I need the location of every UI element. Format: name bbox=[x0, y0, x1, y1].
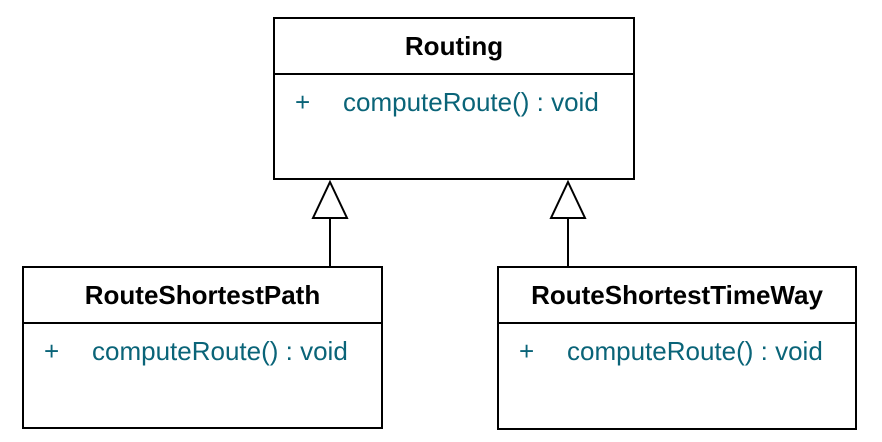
method-visibility: + bbox=[44, 336, 60, 366]
class-routing: Routing + computeRoute() : void bbox=[273, 17, 635, 180]
method-signature: computeRoute() : void bbox=[343, 87, 599, 117]
method-signature: computeRoute() : void bbox=[567, 336, 823, 366]
class-routeshortesttimeway: RouteShortestTimeWay + computeRoute() : … bbox=[497, 266, 857, 430]
class-routing-name: Routing bbox=[275, 19, 633, 75]
method-visibility: + bbox=[519, 336, 535, 366]
class-routeshortestpath-name: RouteShortestPath bbox=[24, 268, 381, 324]
class-routeshortesttimeway-methods: + computeRoute() : void bbox=[499, 324, 855, 365]
class-routeshortestpath-methods: + computeRoute() : void bbox=[24, 324, 381, 365]
class-routing-method-computeroute: + computeRoute() : void bbox=[295, 88, 633, 116]
method-signature: computeRoute() : void bbox=[92, 336, 348, 366]
class-routeshortesttimeway-name: RouteShortestTimeWay bbox=[499, 268, 855, 324]
class-routing-methods: + computeRoute() : void bbox=[275, 75, 633, 116]
generalization-arrow-routeshortesttimeway-to-routing bbox=[549, 179, 587, 266]
class-routeshortestpath: RouteShortestPath + computeRoute() : voi… bbox=[22, 266, 383, 429]
class-routeshortestpath-method-computeroute: + computeRoute() : void bbox=[44, 337, 381, 365]
generalization-arrow-routeshortestpath-to-routing bbox=[311, 179, 349, 266]
method-visibility: + bbox=[295, 87, 311, 117]
class-routeshortesttimeway-method-computeroute: + computeRoute() : void bbox=[519, 337, 855, 365]
